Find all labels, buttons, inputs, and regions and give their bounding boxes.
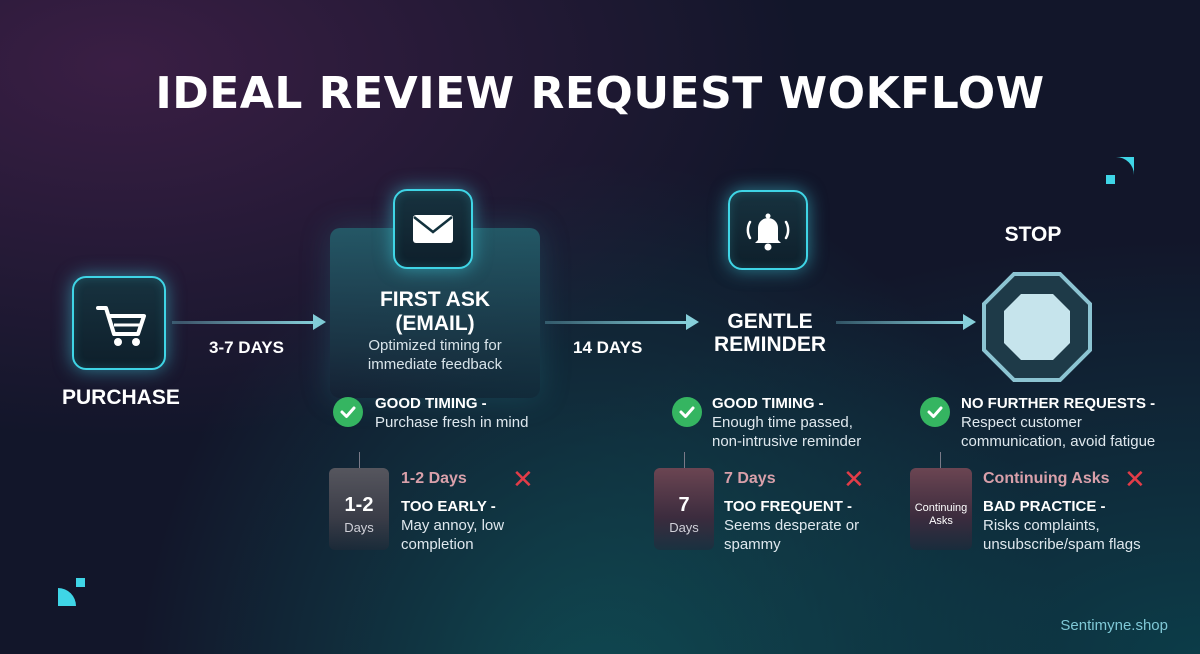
bad-note-3-text-2: unsubscribe/spam flags [983,536,1141,553]
arrow-2-label: 14 DAYS [573,338,643,357]
first-ask-icon-box [393,189,473,269]
page-title: IDEAL REVIEW REQUEST WOKFLOW [155,68,1045,119]
bad-note-2: TOO FREQUENT - Seems desperate or spammy [724,497,859,554]
reminder-icon-box [728,190,808,270]
x-mark-icon: ✕ [512,464,534,494]
bad-note-3-text-1: Risks complaints, [983,517,1100,534]
x-mark-icon: ✕ [1124,464,1146,494]
arrow-2 [545,321,687,324]
arrow-1-label: 3-7 DAYS [209,338,284,357]
good-note-3-head: NO FURTHER REQUESTS - [961,395,1156,412]
corner-mark-icon [58,578,85,606]
bad-note-1-head: TOO EARLY - [401,498,496,515]
good-note-1-text: Purchase fresh in mind [375,414,529,431]
good-note-1-head: GOOD TIMING - [375,395,487,412]
day-card-3: Continuing Asks [910,468,972,550]
bad-note-3: BAD PRACTICE - Risks complaints, unsubsc… [983,497,1141,554]
day-card-3-line-1: Continuing [914,502,968,514]
bell-icon [746,213,790,251]
good-note-2-head: GOOD TIMING - [712,395,824,412]
good-note-2-text-2: non-intrusive reminder [712,433,862,450]
good-note-1: GOOD TIMING - Purchase fresh in mind [375,394,528,432]
day-card-1: 1-2 Days [329,468,389,550]
bad-note-2-days: 7 Days [724,470,776,487]
footer-brand: Sentimyne.shop [1060,617,1168,634]
good-note-2: GOOD TIMING - Enough time passed, non-in… [712,394,861,451]
day-card-1-number: 1-2 [344,494,374,516]
arrow-1-head [313,314,326,330]
day-card-3-line-2: Asks [929,515,953,527]
first-ask-subtitle-1: Optimized timing for [368,337,502,354]
bad-note-1-text-1: May annoy, low [401,517,505,534]
stop-label: STOP [1004,223,1062,246]
purchase-icon-box [72,276,166,370]
bad-note-2-head: TOO FREQUENT - [724,498,853,515]
bad-note-1-days: 1-2 Days [401,470,467,487]
reminder-title-1: GENTLE [727,310,813,333]
stop-octagon-icon [982,272,1092,382]
bad-note-1: TOO EARLY - May annoy, low completion [401,497,504,554]
x-mark-icon: ✕ [843,464,865,494]
arrow-3-head [963,314,976,330]
check-icon [672,397,702,427]
bad-note-2-text-2: spammy [724,536,781,553]
first-ask-subtitle-2: immediate feedback [367,356,503,373]
purchase-label: PURCHASE [62,386,180,409]
check-icon [333,397,363,427]
arrow-1 [172,321,314,324]
good-note-3-text-1: Respect customer [961,414,1082,431]
day-card-1-unit: Days [344,520,374,535]
connector-line [359,452,360,470]
good-note-2-text-1: Enough time passed, [712,414,853,431]
corner-mark-icon [1106,157,1134,184]
arrow-2-head [686,314,699,330]
first-ask-title-2: (EMAIL) [395,312,475,335]
day-card-2: 7 Days [654,468,714,550]
reminder-title-2: REMINDER [713,333,826,356]
connector-line [684,452,685,470]
bad-note-3-days: Continuing Asks [983,470,1110,487]
good-note-3-text-2: communication, avoid fatigue [961,433,1156,450]
good-note-3: NO FURTHER REQUESTS - Respect customer c… [961,394,1155,451]
arrow-3 [836,321,964,324]
bad-note-1-text-2: completion [401,536,474,553]
bad-note-2-text-1: Seems desperate or [724,517,860,534]
shopping-cart-icon [96,306,146,346]
check-icon [920,397,950,427]
connector-line [940,452,941,470]
first-ask-title-1: FIRST ASK [379,288,491,311]
bad-note-3-head: BAD PRACTICE - [983,498,1106,515]
envelope-icon [413,215,453,243]
day-card-2-number: 7 [678,494,690,516]
day-card-2-unit: Days [669,520,699,535]
